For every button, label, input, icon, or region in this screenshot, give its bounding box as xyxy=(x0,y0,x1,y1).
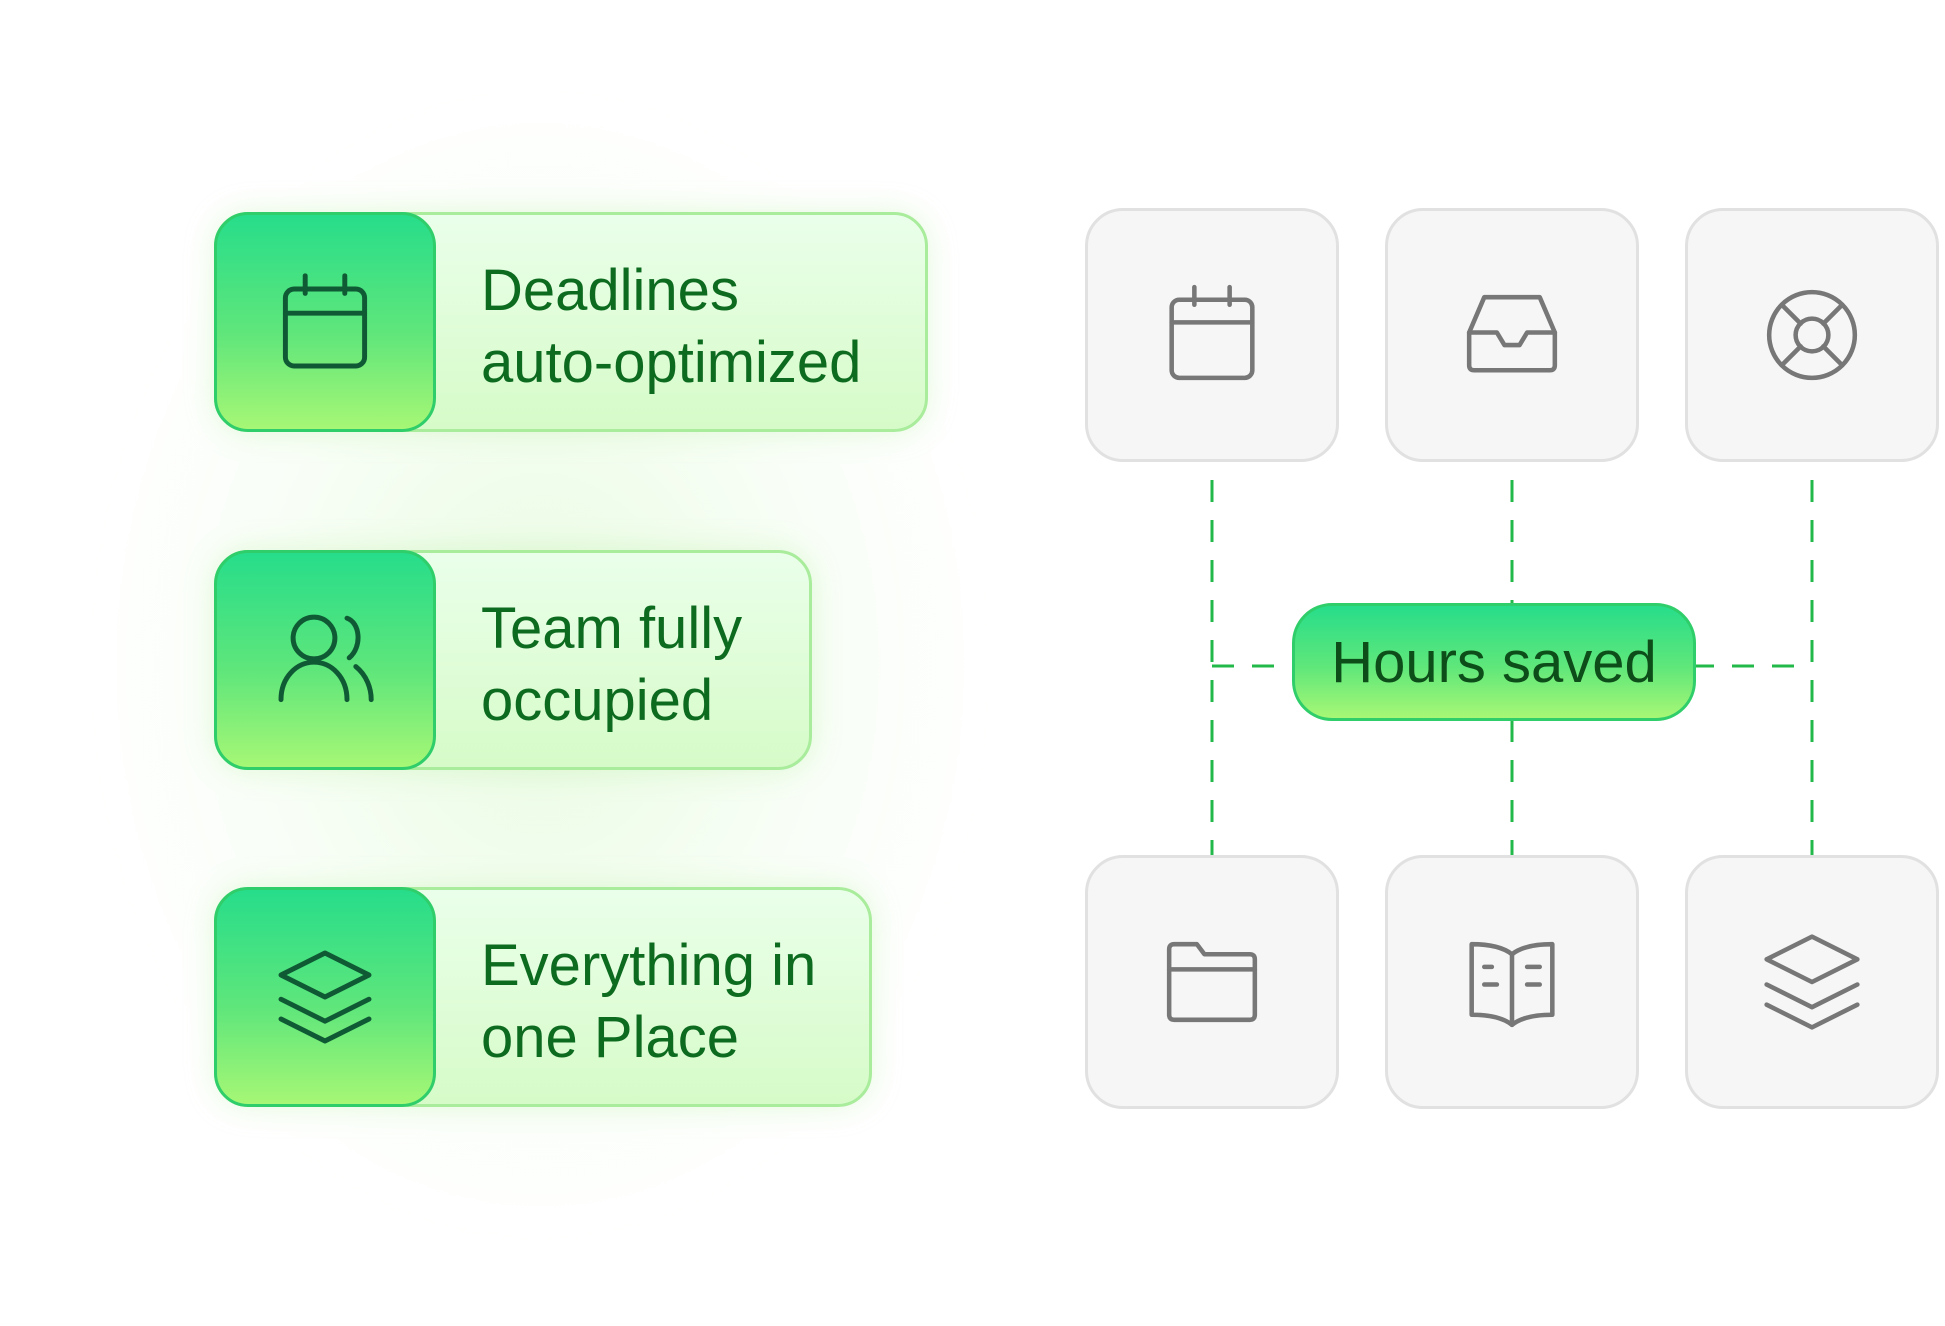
calendar-icon xyxy=(1169,284,1255,381)
layers-icon xyxy=(1764,934,1860,1030)
feature-card-everything: Everything in one Place xyxy=(214,887,872,1107)
feature-icon-box xyxy=(214,212,436,432)
layers-icon xyxy=(278,950,372,1044)
feature-label: Everything in one Place xyxy=(481,933,817,1070)
tile-inbox xyxy=(1385,208,1639,462)
feature-card-team: Team fully occupied xyxy=(214,550,812,770)
inbox-icon xyxy=(1466,294,1558,373)
feature-icon-box xyxy=(214,550,436,770)
folder-icon xyxy=(1166,941,1258,1023)
feature-icon-box xyxy=(214,887,436,1107)
book-open-icon xyxy=(1469,941,1555,1028)
feature-label: Deadlines auto-optimized xyxy=(481,258,862,395)
tile-lifebuoy xyxy=(1685,208,1939,462)
tile-book xyxy=(1385,855,1639,1109)
feature-label: Team fully occupied xyxy=(481,596,743,733)
lifebuoy-icon xyxy=(1766,289,1858,381)
tile-layers xyxy=(1685,855,1939,1109)
hours-saved-badge: Hours saved xyxy=(1292,603,1696,721)
tile-folder xyxy=(1085,855,1339,1109)
feature-card-deadlines: Deadlines auto-optimized xyxy=(214,212,928,432)
users-icon xyxy=(278,614,374,703)
tile-calendar xyxy=(1085,208,1339,462)
calendar-icon xyxy=(282,273,368,369)
